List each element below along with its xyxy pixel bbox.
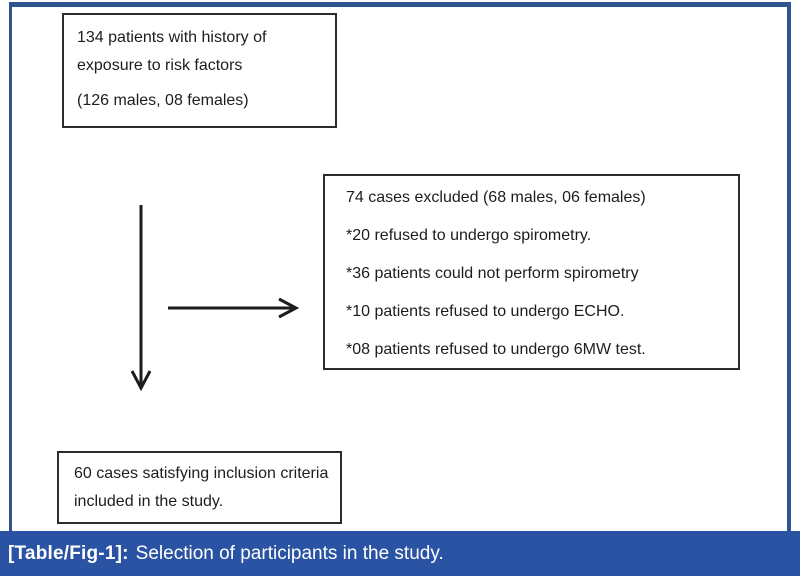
figure-frame: [9, 2, 791, 531]
included-cases-line: 60 cases satisfying inclusion criteria: [74, 465, 329, 482]
initial-cohort-gender-line: (126 males, 08 females): [77, 92, 249, 109]
initial-cohort-line: 134 patients with history of: [77, 29, 267, 46]
excluded-reason-line: *36 patients could not perform spirometr…: [346, 265, 639, 282]
figure-caption-label: [Table/Fig-1]:: [8, 542, 129, 564]
right-arrow-icon: [168, 297, 300, 319]
figure-caption-text: Selection of participants in the study.: [135, 542, 444, 564]
down-arrow-icon: [130, 205, 152, 392]
included-cases-line: included in the study.: [74, 493, 224, 510]
initial-cohort-line: exposure to risk factors: [77, 57, 243, 74]
excluded-summary-line: 74 cases excluded (68 males, 06 females): [346, 189, 646, 206]
included-cases-box: 60 cases satisfying inclusion criteria i…: [57, 451, 342, 524]
figure-caption-bar: [Table/Fig-1]: Selection of participants…: [0, 531, 800, 576]
excluded-cases-box: 74 cases excluded (68 males, 06 females)…: [323, 174, 740, 370]
initial-cohort-box: 134 patients with history of exposure to…: [62, 13, 337, 128]
excluded-reason-line: *10 patients refused to undergo ECHO.: [346, 303, 625, 320]
excluded-reason-line: *20 refused to undergo spirometry.: [346, 227, 592, 244]
excluded-reason-line: *08 patients refused to undergo 6MW test…: [346, 341, 646, 358]
